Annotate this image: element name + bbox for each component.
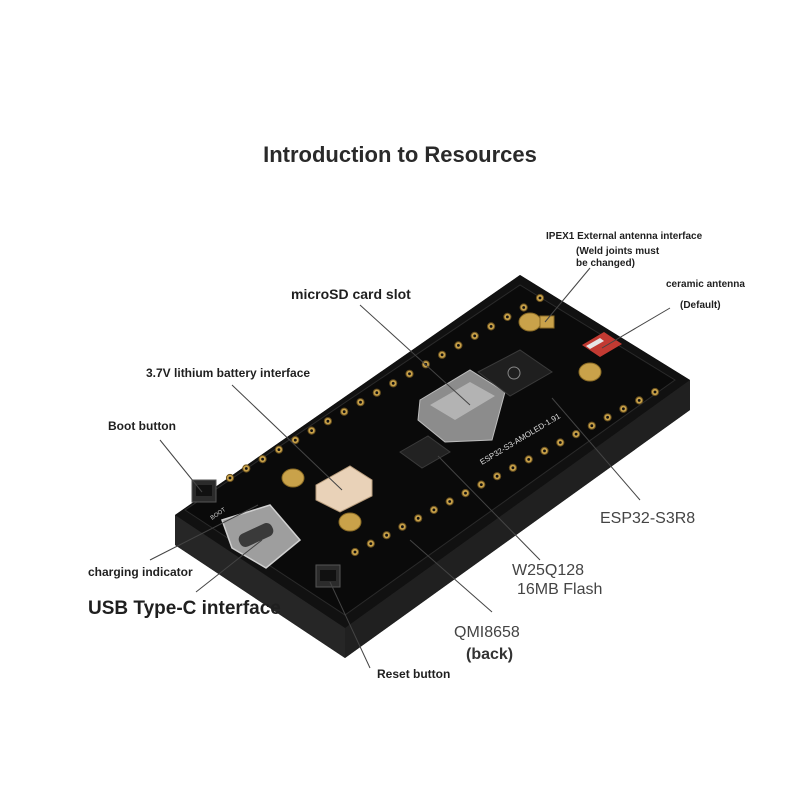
header-pin-hole [416, 516, 420, 520]
header-pin-hole [385, 533, 388, 537]
leader-lines [149, 267, 671, 669]
label-boot-button: Boot button [108, 419, 176, 433]
header-pin-hole [244, 467, 248, 470]
header-pin-hole [538, 296, 542, 300]
header-pin-hole [401, 525, 404, 529]
header-pin-hole [543, 449, 546, 453]
leader-qmi [409, 539, 493, 613]
label-ceramic-default: (Default) [680, 300, 721, 311]
header-pin-hole [359, 400, 362, 404]
header-pin-hole [558, 441, 562, 444]
header-pin-hole [511, 466, 515, 470]
label-ipex1-note-1: (Weld joints must [576, 246, 660, 257]
header-pin-hole [432, 508, 436, 512]
leader-esp32 [551, 397, 641, 501]
label-ceramic-antenna: ceramic antenna [666, 279, 745, 290]
header-pin-hole [522, 306, 526, 309]
label-esp32: ESP32-S3R8 [600, 510, 696, 527]
label-reset-button: Reset button [377, 667, 451, 681]
header-pin-hole [637, 399, 641, 402]
header-pin-hole [448, 500, 452, 503]
board-case-side-front [175, 515, 345, 658]
leader-boot [159, 439, 203, 493]
header-pin-hole [590, 424, 594, 428]
standoff [281, 312, 602, 532]
header-pin-hole [375, 391, 379, 395]
header-pin-hole [527, 458, 531, 461]
header-pin-hole [293, 438, 297, 442]
header-pin-hole [261, 457, 264, 461]
header-pin-hole [369, 542, 373, 545]
header-pin-hole [622, 407, 625, 411]
header-pin-hole [440, 353, 444, 357]
header-pin-hole [228, 476, 232, 480]
label-qmi8658: QMI8658 [454, 624, 520, 641]
esp32-chip [477, 349, 553, 397]
leader-usbc [195, 539, 263, 593]
label-ipex1: IPEX1 External antenna interface [546, 231, 703, 242]
leader-battery [231, 384, 343, 491]
label-charging-indicator: charging indicator [88, 565, 193, 579]
header-pin-hole [473, 334, 477, 338]
header-pin-hole [479, 483, 483, 486]
header-pins-back [225, 293, 545, 483]
label-qmi-back: (back) [466, 646, 514, 663]
leader-w25q128 [437, 455, 541, 561]
leader-ipex1 [544, 267, 591, 323]
page-title: Introduction to Resources [263, 142, 537, 167]
header-pin-hole [506, 315, 509, 319]
header-pin-hole [408, 372, 411, 376]
label-ipex1-note-2: be changed) [576, 258, 635, 269]
label-battery-interface: 3.7V lithium battery interface [146, 366, 311, 380]
ceramic-antenna [582, 332, 622, 357]
header-pin-hole [391, 381, 395, 385]
leader-reset [329, 581, 371, 669]
leader-ceramic [601, 307, 671, 349]
header-pin-hole [653, 390, 657, 394]
header-pins-front [350, 387, 660, 557]
header-pin-hole [342, 410, 346, 414]
header-pin-hole [310, 429, 313, 432]
header-pin-hole [495, 474, 499, 478]
header-pin-hole [574, 432, 578, 436]
battery-connector [315, 465, 373, 513]
label-w25q128: W25Q128 [512, 562, 585, 579]
label-microsd-slot: microSD card slot [291, 286, 411, 302]
header-pin-hole [277, 448, 281, 451]
leader-microsd [359, 304, 471, 406]
label-usb-c: USB Type-C interface [88, 598, 281, 619]
header-pin-hole [353, 550, 357, 554]
flash-chip [399, 435, 451, 469]
header-pin-hole [326, 419, 330, 423]
board-case-side-right [345, 380, 690, 658]
espressif-logo [507, 366, 521, 380]
header-pin-hole [457, 344, 460, 347]
leader-charging [149, 504, 259, 561]
ipex-connector [539, 315, 555, 329]
header-pin-hole [606, 415, 609, 419]
header-pin-hole [464, 491, 467, 495]
header-pin-hole [489, 325, 493, 328]
label-flash-size: 16MB Flash [517, 581, 603, 598]
